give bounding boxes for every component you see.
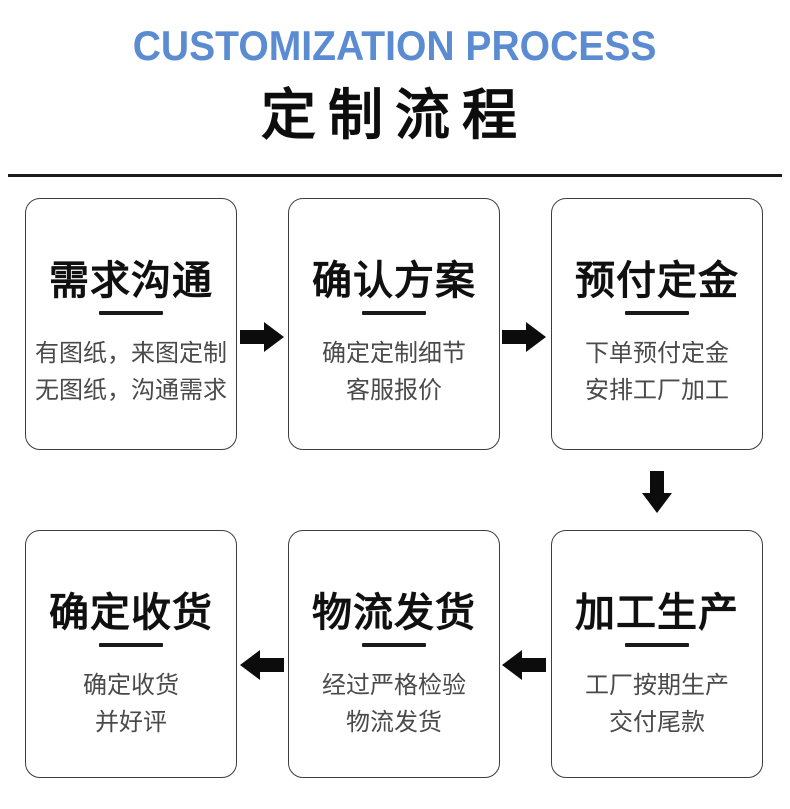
step-line: 交付尾款 — [609, 709, 705, 736]
step-description: 确定定制细节 客服报价 — [289, 335, 499, 409]
step-description: 有图纸，来图定制 无图纸，沟通需求 — [26, 335, 236, 409]
title-underline — [362, 311, 426, 315]
step-line: 工厂按期生产 — [585, 672, 729, 699]
step-description: 确定收货 并好评 — [26, 667, 236, 741]
step-box-logistics-shipping: 物流发货 经过严格检验 物流发货 — [288, 530, 500, 778]
step-title: 物流发货 — [312, 590, 476, 635]
title-underline — [625, 643, 689, 647]
step-line: 确定收货 — [83, 672, 179, 699]
step-line: 客服报价 — [346, 377, 442, 404]
step-box-prepay-deposit: 预付定金 下单预付定金 安排工厂加工 — [551, 198, 763, 450]
title-underline — [99, 311, 163, 315]
step-line: 物流发货 — [346, 709, 442, 736]
title-underline — [625, 311, 689, 315]
step-title: 预付定金 — [575, 258, 739, 303]
step-line: 确定定制细节 — [322, 340, 466, 367]
arrow-down-icon — [642, 471, 672, 513]
step-title: 加工生产 — [575, 590, 739, 635]
step-line: 并好评 — [95, 709, 167, 736]
step-line: 无图纸，沟通需求 — [35, 377, 227, 404]
step-title: 确定收货 — [49, 590, 213, 635]
step-description: 经过严格检验 物流发货 — [289, 667, 499, 741]
step-box-processing-production: 加工生产 工厂按期生产 交付尾款 — [551, 530, 763, 778]
page-subtitle-text: CUSTOMIZATION PROCESS — [133, 22, 657, 69]
title-underline — [362, 643, 426, 647]
page-subtitle: CUSTOMIZATION PROCESS — [0, 22, 790, 70]
step-description: 下单预付定金 安排工厂加工 — [552, 335, 762, 409]
step-line: 有图纸，来图定制 — [35, 340, 227, 367]
arrow-right-icon — [240, 322, 284, 352]
step-line: 经过严格检验 — [322, 672, 466, 699]
page-title: 定制流程 — [260, 85, 529, 146]
step-box-confirm-plan: 确认方案 确定定制细节 客服报价 — [288, 198, 500, 450]
step-box-confirm-receipt: 确定收货 确定收货 并好评 — [25, 530, 237, 778]
step-title: 需求沟通 — [49, 258, 213, 303]
step-description: 工厂按期生产 交付尾款 — [552, 667, 762, 741]
horizontal-rule — [8, 174, 782, 177]
title-underline — [99, 643, 163, 647]
step-line: 下单预付定金 — [585, 340, 729, 367]
arrow-right-icon — [502, 322, 546, 352]
step-box-demand-communication: 需求沟通 有图纸，来图定制 无图纸，沟通需求 — [25, 198, 237, 450]
step-title: 确认方案 — [312, 258, 476, 303]
step-line: 安排工厂加工 — [585, 377, 729, 404]
arrow-left-icon — [502, 650, 546, 680]
arrow-left-icon — [240, 650, 284, 680]
